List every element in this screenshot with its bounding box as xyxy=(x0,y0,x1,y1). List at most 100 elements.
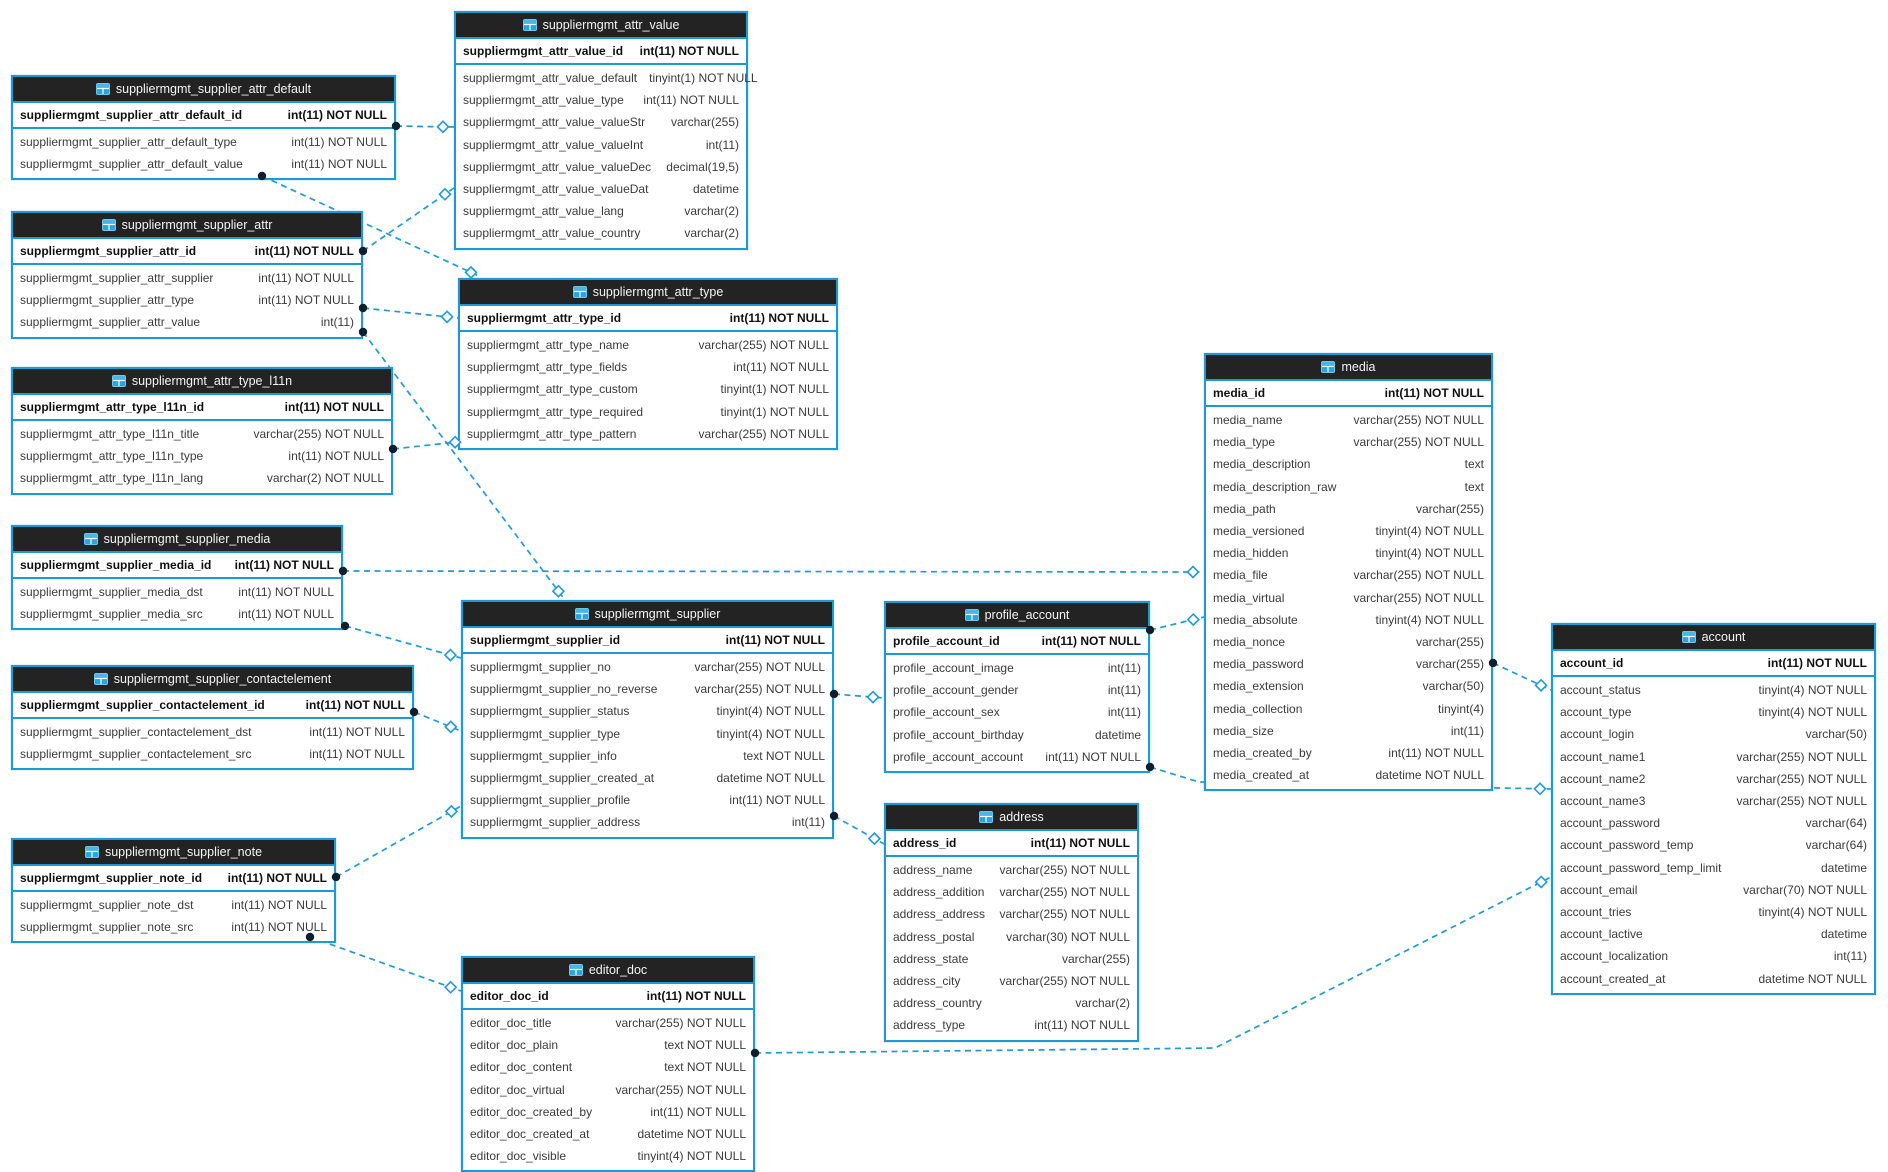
relationship-suppliermgmt_supplier_attr_default-to-suppliermgmt_attr_type[interactable] xyxy=(261,175,482,278)
table-header[interactable]: suppliermgmt_attr_type_l11n xyxy=(13,369,391,395)
table-header[interactable]: suppliermgmt_supplier_contactelement xyxy=(13,667,412,693)
table-header[interactable]: address xyxy=(886,805,1137,831)
column-row[interactable]: suppliermgmt_supplier_contactelement_dst… xyxy=(13,721,412,743)
relationship-suppliermgmt_supplier_attr_default-to-suppliermgmt_attr_value[interactable] xyxy=(395,125,455,128)
table-header[interactable]: suppliermgmt_supplier_attr xyxy=(13,213,361,239)
relationship-suppliermgmt_supplier_contactelement-to-suppliermgmt_supplier[interactable] xyxy=(413,711,462,732)
relationship-suppliermgmt_supplier_attr-to-suppliermgmt_supplier[interactable] xyxy=(362,331,566,601)
table-header[interactable]: suppliermgmt_supplier_media xyxy=(13,527,341,553)
table-header[interactable]: account xyxy=(1553,625,1874,651)
table-header[interactable]: suppliermgmt_attr_type xyxy=(460,280,836,306)
relationship-suppliermgmt_supplier_attr-to-suppliermgmt_attr_type[interactable] xyxy=(362,307,459,319)
relationship-suppliermgmt_supplier-to-profile_account[interactable] xyxy=(833,693,885,699)
relationship-suppliermgmt_supplier_note-to-suppliermgmt_supplier[interactable] xyxy=(335,805,462,878)
column-row[interactable]: suppliermgmt_supplier_attr_default_value… xyxy=(13,153,394,175)
table-header[interactable]: editor_doc xyxy=(463,958,753,984)
column-row[interactable]: suppliermgmt_supplier_contactelement_src… xyxy=(13,743,412,765)
table-suppliermgmt_attr_type_l11n[interactable]: suppliermgmt_attr_type_l11n suppliermgmt_… xyxy=(11,367,393,495)
table-header[interactable]: suppliermgmt_supplier_note xyxy=(13,840,334,866)
relationship-editor_doc-to-account[interactable] xyxy=(754,876,1552,1054)
relationship-suppliermgmt_attr_type_l11n-to-suppliermgmt_attr_type[interactable] xyxy=(392,440,467,450)
relationship-suppliermgmt_supplier-to-address[interactable] xyxy=(833,815,885,845)
relationship-suppliermgmt_supplier_note-to-editor_doc[interactable] xyxy=(309,936,462,992)
relationship-suppliermgmt_supplier_media-to-media[interactable] xyxy=(342,570,1205,573)
